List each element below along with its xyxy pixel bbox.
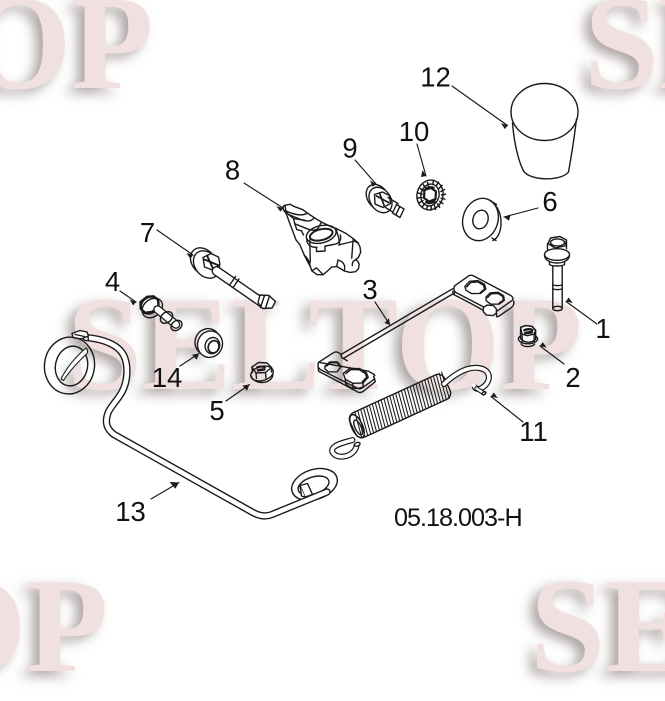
svg-text:10: 10 [399,116,430,147]
svg-text:7: 7 [140,217,155,248]
svg-text:4: 4 [105,266,120,297]
svg-text:6: 6 [542,186,557,217]
svg-text:9: 9 [342,133,357,164]
svg-text:12: 12 [420,62,451,93]
svg-text:05.18.003-H: 05.18.003-H [394,504,522,532]
svg-text:14: 14 [152,362,183,393]
svg-text:3: 3 [362,274,377,305]
svg-text:13: 13 [115,496,146,527]
svg-text:5: 5 [209,395,224,426]
svg-text:1: 1 [595,313,610,344]
svg-text:2: 2 [565,362,580,393]
svg-text:8: 8 [225,155,240,186]
svg-text:11: 11 [519,416,548,447]
